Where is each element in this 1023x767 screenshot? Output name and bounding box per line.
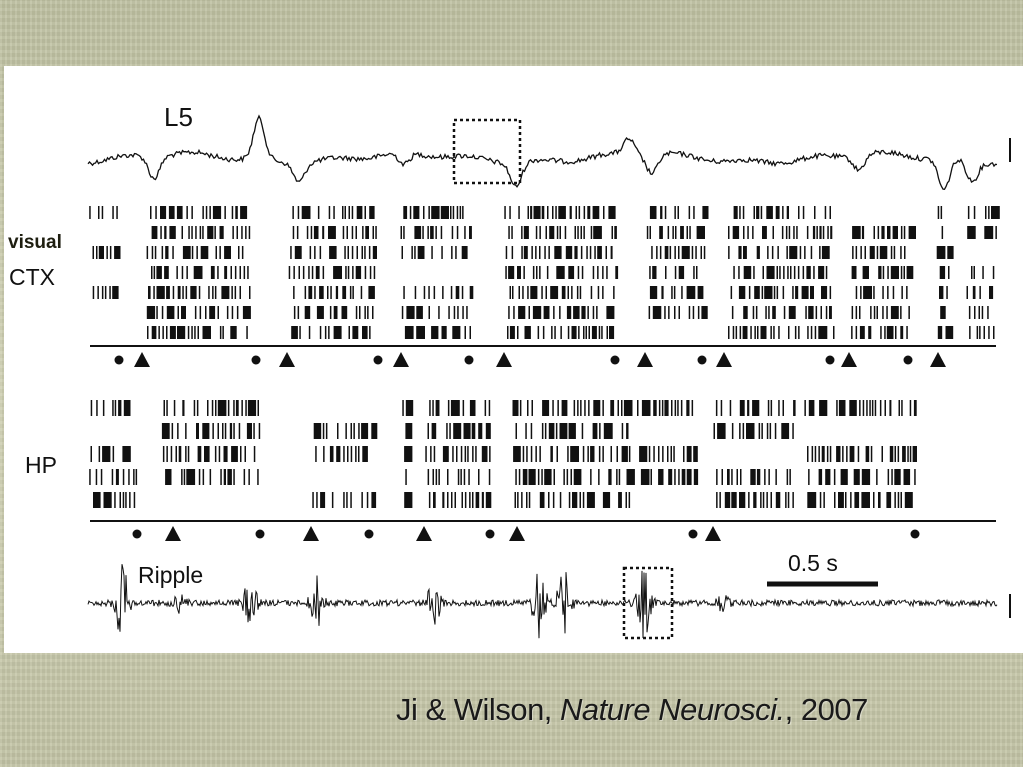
ctx-raster-row — [92, 286, 994, 299]
event-triangle — [509, 526, 525, 541]
l5-trace-path — [87, 114, 998, 191]
citation-year: , 2007 — [784, 692, 869, 727]
ctx-label: CTX — [9, 264, 55, 290]
ripple-highlight-box — [622, 566, 674, 640]
event-dot — [255, 529, 265, 539]
event-dot — [132, 529, 142, 539]
event-dot — [903, 355, 913, 365]
event-dot — [697, 355, 707, 365]
event-triangle — [496, 352, 512, 367]
event-dot — [825, 355, 835, 365]
event-triangle — [705, 526, 721, 541]
hp-spike-raster — [89, 400, 917, 508]
event-dot — [114, 355, 124, 365]
hp-raster-row — [93, 492, 913, 508]
hp-raster-row — [90, 400, 917, 416]
ctx-raster-row — [151, 226, 997, 239]
citation-journal: Nature Neurosci. — [560, 692, 785, 727]
event-triangle — [279, 352, 295, 367]
event-dot — [364, 529, 374, 539]
event-dot — [610, 355, 620, 365]
figure-panel: L5 visual CTX HP Ripple 0.5 s — [4, 66, 1023, 653]
event-dot — [910, 529, 920, 539]
event-dot — [251, 355, 261, 365]
event-triangle — [841, 352, 857, 367]
l5-lfp-trace — [87, 114, 998, 191]
event-dot — [464, 355, 474, 365]
hp-raster-row — [89, 469, 916, 485]
visual-label: visual — [8, 232, 62, 253]
hp-raster-row — [161, 423, 794, 439]
ctx-raster-row — [89, 206, 1000, 219]
event-triangle — [165, 526, 181, 541]
event-triangle — [393, 352, 409, 367]
event-triangle — [134, 352, 150, 367]
event-triangle — [716, 352, 732, 367]
l5-highlight-box — [452, 118, 522, 185]
scale-bar-label: 0.5 s — [788, 550, 838, 576]
ctx-raster-row — [151, 266, 995, 279]
ctx-event-markers — [114, 352, 946, 367]
event-dot — [485, 529, 495, 539]
ripple-trace — [87, 564, 998, 639]
ctx-raster-row — [147, 326, 995, 339]
neural-recording-figure — [87, 114, 1011, 640]
ripple-trace-path — [87, 564, 998, 639]
l5-label: L5 — [164, 102, 193, 132]
ripple-label: Ripple — [138, 562, 204, 588]
event-dot — [373, 355, 383, 365]
event-triangle — [303, 526, 319, 541]
event-dot — [688, 529, 698, 539]
event-triangle — [637, 352, 653, 367]
ctx-spike-raster — [89, 206, 1000, 339]
event-triangle — [930, 352, 946, 367]
event-triangle — [416, 526, 432, 541]
hp-label: HP — [25, 452, 57, 478]
ctx-raster-row — [146, 306, 989, 319]
ctx-raster-row — [92, 246, 954, 259]
hp-raster-row — [90, 446, 917, 462]
citation: Ji & Wilson, Nature Neurosci., 2007 — [396, 692, 868, 728]
hp-event-markers — [132, 526, 920, 541]
citation-authors: Ji & Wilson, — [396, 692, 561, 727]
